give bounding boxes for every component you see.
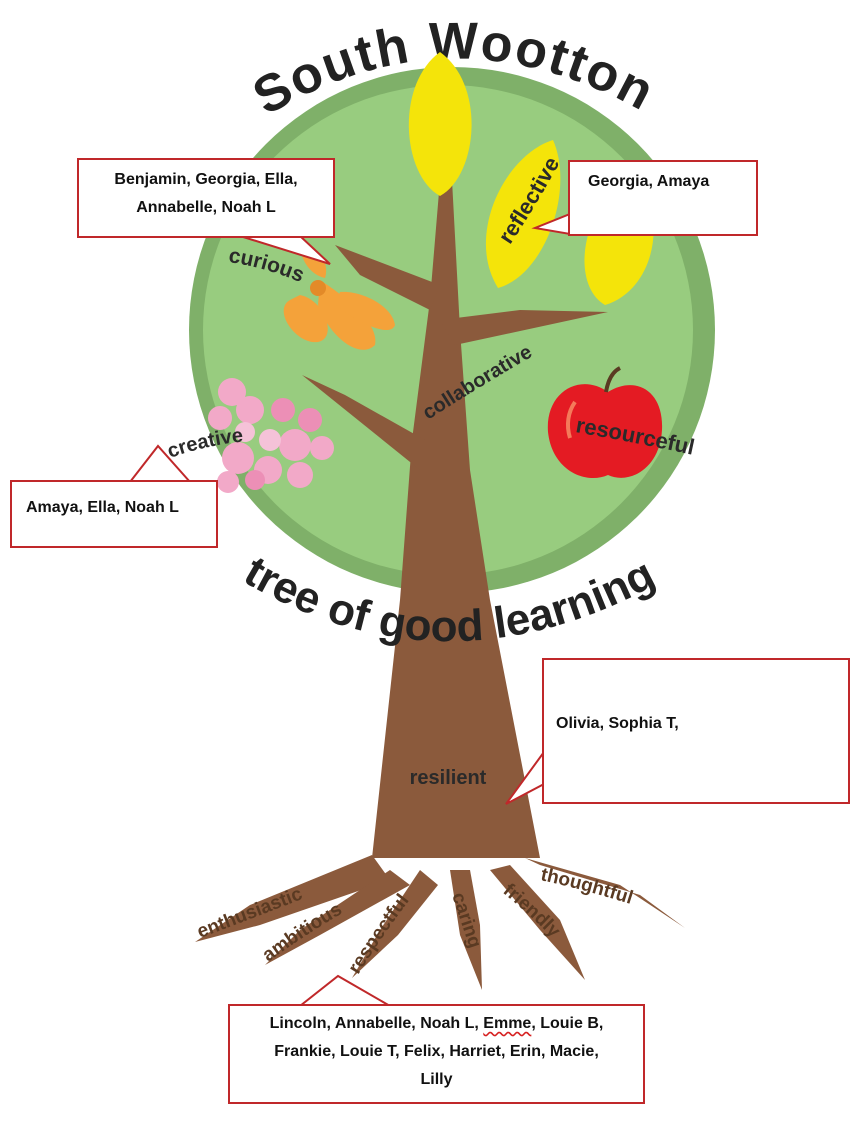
tree-trunk [195,180,685,990]
callout-curious: Benjamin, Georgia, Ella, Annabelle, Noah… [77,158,335,238]
callout-roots-line2: Frankie, Louie T, Felix, Harriet, Erin, … [274,1043,599,1060]
callout-resilient: Olivia, Sophia T, [542,658,850,804]
reflective-leaf-left [485,140,561,288]
creative-blossoms [208,378,334,493]
callout-roots-line3: Lilly [420,1071,453,1088]
top-leaf [408,52,472,196]
callout-curious-line1: Benjamin, Georgia, Ella, [114,171,298,188]
label-caring: caring [447,890,485,951]
callout-roots-line1: Lincoln, Annabelle, Noah L, Emme, Louie … [269,1015,604,1032]
callout-tails [127,212,571,1007]
callout-roots-emme: Emme [483,1015,532,1032]
callout-reflective: Georgia, Amaya [568,160,758,236]
label-resilient: resilient [410,767,487,789]
callout-reflective-text: Georgia, Amaya [588,173,710,190]
curious-seeds [283,238,395,350]
callout-roots: Lincoln, Annabelle, Noah L, Emme, Louie … [228,1004,645,1104]
label-thoughtful: thoughtful [539,864,636,908]
callout-curious-line2: Annabelle, Noah L [136,199,276,216]
callout-creative: Amaya, Ella, Noah L [10,480,218,548]
callout-resilient-text: Olivia, Sophia T, [556,715,679,732]
callout-creative-text: Amaya, Ella, Noah L [26,499,179,516]
resourceful-apple [547,366,663,479]
